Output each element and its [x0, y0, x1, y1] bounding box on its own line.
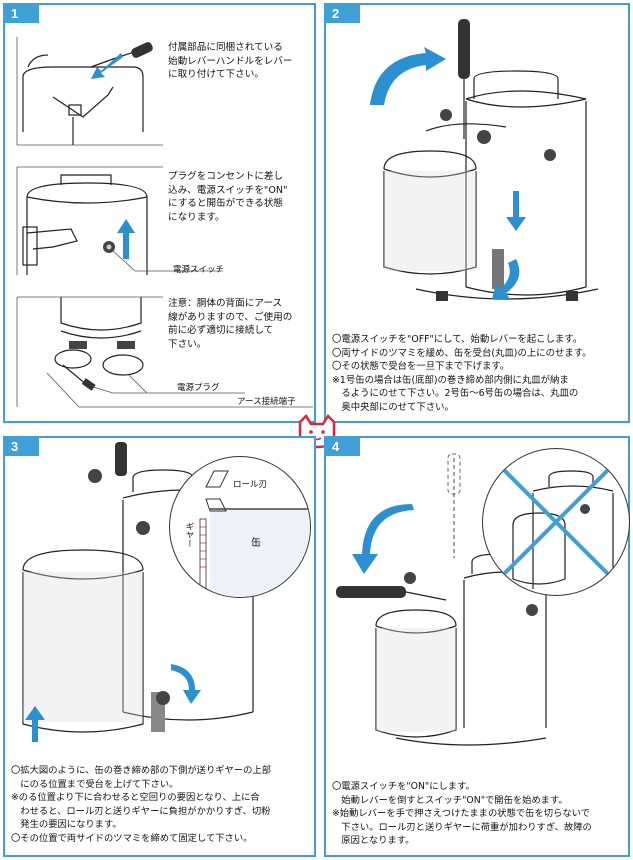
earth-terminal-label: アース接続端子	[237, 397, 296, 407]
power-switch-label: 電源スイッチ	[173, 265, 225, 275]
step-number: 2	[326, 5, 360, 23]
panel-step-2: 2 〇電源スイッチを"OFF"にして、始動レバーを起こします。 〇両サイドのツマ…	[324, 3, 630, 423]
panel-step-3: 3 ロール刃 ギヤー 缶	[3, 436, 316, 857]
step-1b-text: プラグをコンセントに差し 込み、電源スイッチを"ON" にすると開缶ができる状態…	[168, 171, 288, 223]
roll-blade-label: ロール刃	[233, 480, 268, 490]
step-1c-text: 注意：胴体の背面にアース 線がありますので、ご使用の 前に必ず適切に接続して 下…	[168, 298, 293, 350]
arrow-icon	[25, 706, 45, 742]
arrow-icon	[506, 191, 526, 231]
arrow-icon	[91, 53, 123, 79]
arrow-icon	[117, 219, 135, 259]
earth-plug-illustration	[16, 296, 313, 408]
step-number: 1	[5, 5, 39, 23]
can-raise-illustration	[22, 442, 254, 733]
panel-step-1: 1 付属部品に同梱されている 始動レバーハンドルをレバー に取り付けて下さい。 …	[3, 3, 316, 423]
arrow-icon	[171, 664, 201, 704]
step-4-text: 〇電源スイッチを"ON"にします。 始動レバーを倒すとスイッチ"ON"で開缶を始…	[332, 781, 592, 846]
step-2-text: 〇電源スイッチを"OFF"にして、始動レバーを起こします。 〇両サイドのツマミを…	[332, 334, 592, 413]
arrow-icon	[352, 504, 414, 574]
step-3-text: 〇拡大図のように、缶の巻き締め部の下側が送りギヤーの上部 にのる位置まで受台を上…	[11, 765, 272, 844]
machine-power-illustration	[16, 166, 223, 275]
prohibited-detail	[482, 448, 630, 596]
step-1a-text: 付属部品に同梱されている 始動レバーハンドルをレバー に取り付けて下さい。	[168, 42, 293, 80]
arrow-icon	[370, 47, 446, 105]
can-label: 缶	[251, 538, 261, 549]
zoom-detail	[169, 456, 311, 598]
arrow-icon	[492, 259, 520, 299]
gear-label: ギヤー	[184, 522, 194, 548]
step-number: 3	[5, 438, 39, 456]
step-number: 4	[326, 438, 360, 456]
panel-step-4: 4 〇電源スイッチを"ON"にします。 始動レバーを倒すとスイッチ"ON"で開缶	[324, 436, 630, 857]
handle-attach-illustration	[16, 37, 163, 146]
machine-start-illustration	[336, 453, 547, 746]
power-plug-label: 電源プラグ	[177, 383, 220, 393]
machine-lever-illustration	[383, 19, 599, 301]
